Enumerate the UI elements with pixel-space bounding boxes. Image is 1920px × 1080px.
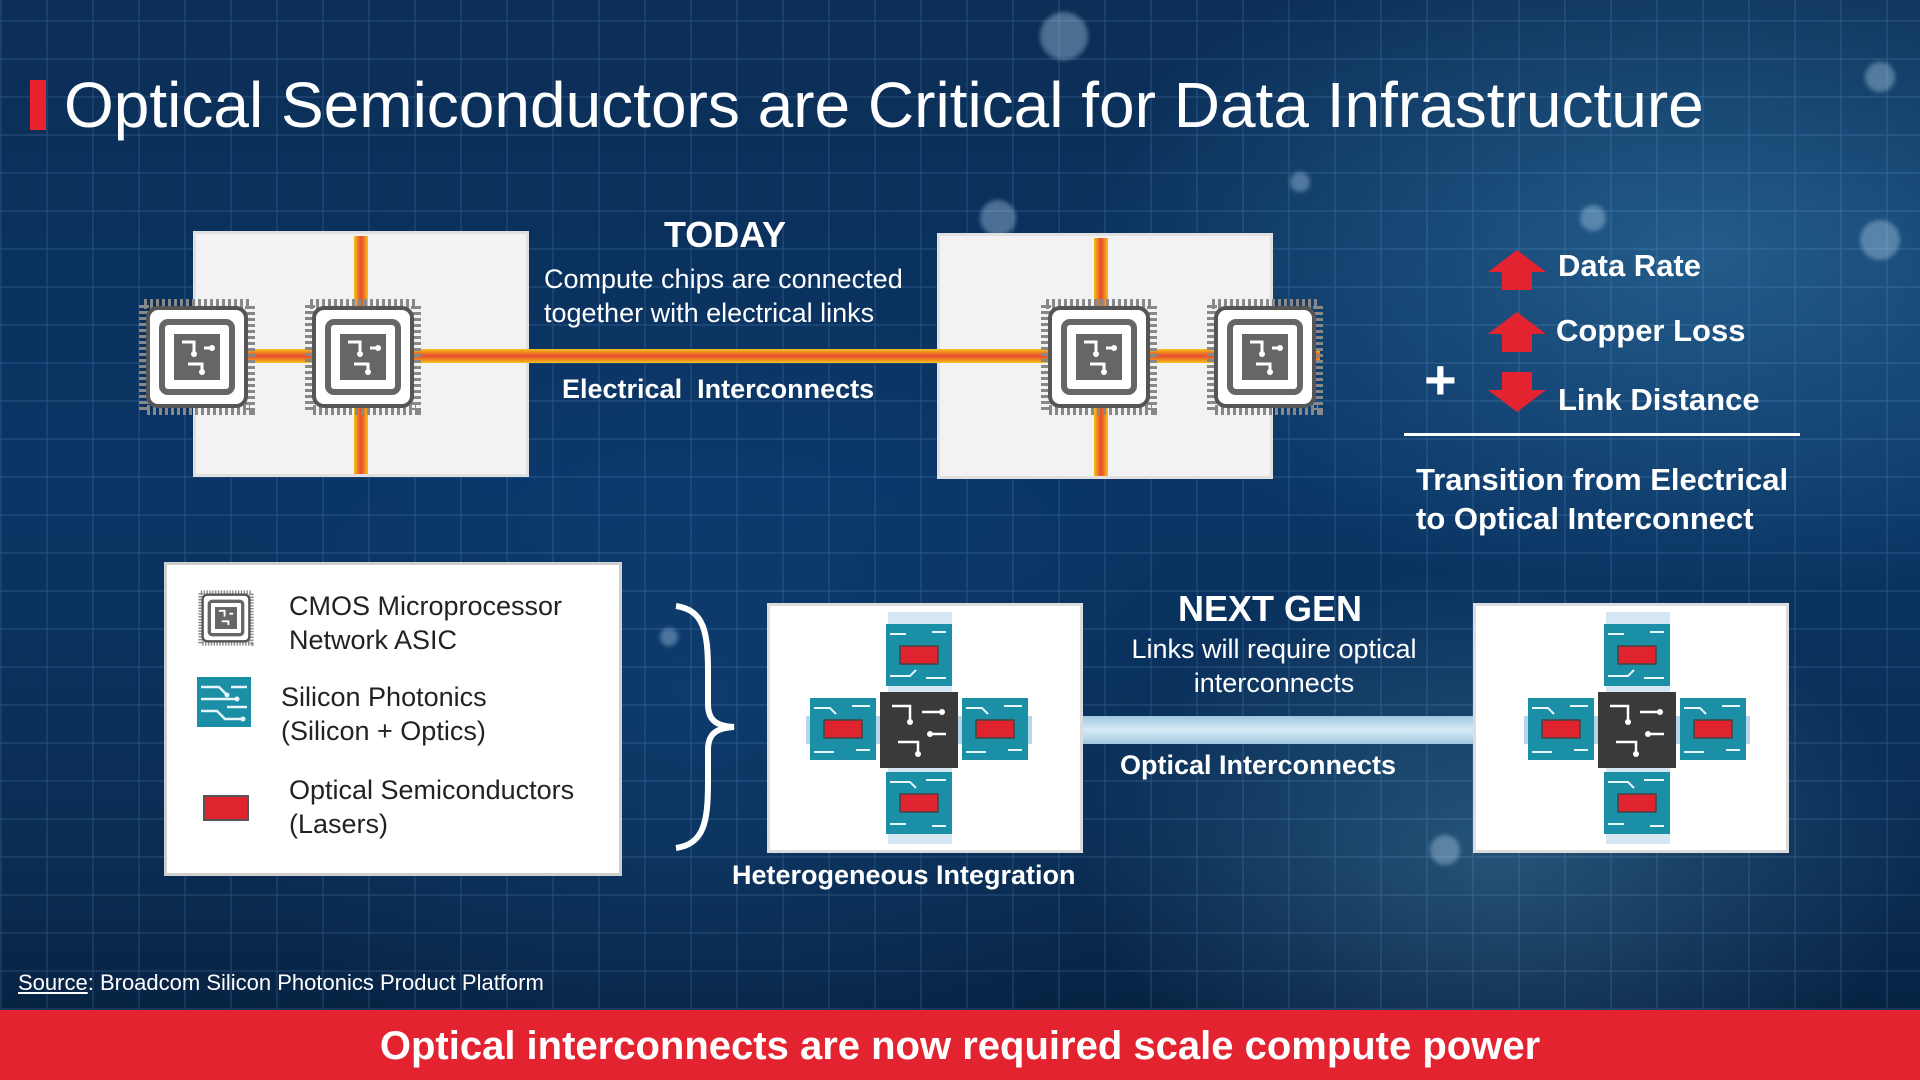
cmos-chip-icon <box>1041 299 1157 415</box>
heterogeneous-package-right <box>1524 612 1750 844</box>
source-note: Source: Broadcom Silicon Photonics Produ… <box>18 970 544 996</box>
trend-label-data-rate: Data Rate <box>1558 248 1701 283</box>
bokeh-light <box>1860 220 1900 260</box>
laser-icon <box>203 795 249 821</box>
trend-label-copper-loss: Copper Loss <box>1556 313 1746 348</box>
electrical-interconnect-link <box>200 349 1320 363</box>
legend-cmos-line2: Network ASIC <box>289 625 458 655</box>
footer-banner: Optical interconnects are now required s… <box>0 1010 1920 1080</box>
silicon-photonics-icon <box>197 677 251 727</box>
bokeh-light <box>980 200 1016 236</box>
up-arrow-icon <box>1488 250 1546 290</box>
cmos-chip-icon <box>305 299 421 415</box>
today-subtitle-line1: Compute chips are connected <box>544 264 903 294</box>
legend-laser-line2: (Lasers) <box>289 809 389 839</box>
cmos-chip-icon <box>139 299 255 415</box>
transition-text-line1: Transition from Electrical <box>1416 462 1789 497</box>
heterogeneous-package-left <box>806 612 1032 844</box>
legend-box: CMOS Microprocessor Network ASIC Silicon… <box>167 565 619 873</box>
bokeh-light <box>660 628 678 646</box>
bokeh-light <box>1580 205 1606 231</box>
optical-interconnects-label: Optical Interconnects <box>1120 750 1397 780</box>
cmos-chip-icon <box>1207 299 1323 415</box>
slide-title: Optical Semiconductors are Critical for … <box>64 69 1704 141</box>
next-gen-subtitle-line2: interconnects <box>1193 668 1355 698</box>
plus-icon: + <box>1424 348 1457 411</box>
down-arrow-icon <box>1488 372 1546 412</box>
title-accent-bar <box>30 80 46 130</box>
legend-laser-line1: Optical Semiconductors <box>289 775 575 805</box>
footer-text: Optical interconnects are now required s… <box>379 1024 1541 1068</box>
electrical-interconnects-label: Electrical Interconnects <box>562 374 875 404</box>
cmos-chip-icon <box>198 590 254 646</box>
legend-cmos-line1: CMOS Microprocessor <box>289 591 563 621</box>
bokeh-light <box>1290 172 1310 192</box>
next-gen-subtitle-line1: Links will require optical <box>1131 634 1417 664</box>
up-arrow-icon <box>1488 312 1546 352</box>
today-subtitle-line2: together with electrical links <box>544 298 875 328</box>
today-heading: TODAY <box>663 214 787 255</box>
transition-text-line2: to Optical Interconnect <box>1416 501 1754 536</box>
brace-icon <box>675 603 735 851</box>
trend-label-link-distance: Link Distance <box>1558 382 1760 417</box>
bokeh-light <box>1865 62 1895 92</box>
legend-photonics-line2: (Silicon + Optics) <box>281 716 486 746</box>
trends-divider <box>1404 433 1800 436</box>
bokeh-light <box>1040 12 1088 60</box>
bokeh-light <box>1430 835 1460 865</box>
source-prefix: Source <box>18 970 88 995</box>
source-text: : Broadcom Silicon Photonics Product Pla… <box>87 970 544 995</box>
legend-photonics-line1: Silicon Photonics <box>281 682 487 712</box>
heterogeneous-integration-label: Heterogeneous Integration <box>732 860 1076 890</box>
next-gen-heading: NEXT GEN <box>1177 588 1363 629</box>
